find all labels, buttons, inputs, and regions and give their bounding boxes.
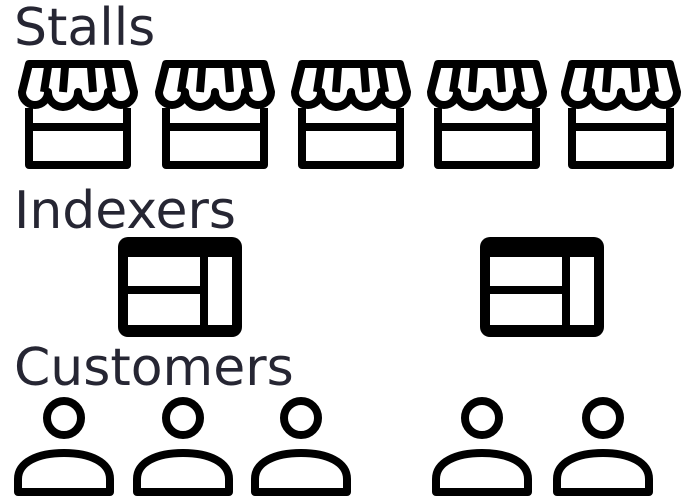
stalls-heading: Stalls: [14, 0, 156, 58]
person-icon: [432, 396, 532, 496]
storefront-icon: [290, 58, 412, 170]
person-icon: [14, 396, 114, 496]
person-icon: [251, 396, 351, 496]
storefront-icon: [560, 58, 682, 170]
person-icon: [553, 396, 653, 496]
index-panel-icon: [480, 237, 604, 337]
storefront-icon: [17, 58, 139, 170]
indexers-heading: Indexers: [14, 181, 237, 241]
person-icon: [133, 396, 233, 496]
customers-heading: Customers: [14, 338, 294, 398]
storefront-icon: [426, 58, 548, 170]
index-panel-icon: [118, 237, 242, 337]
storefront-icon: [154, 58, 276, 170]
